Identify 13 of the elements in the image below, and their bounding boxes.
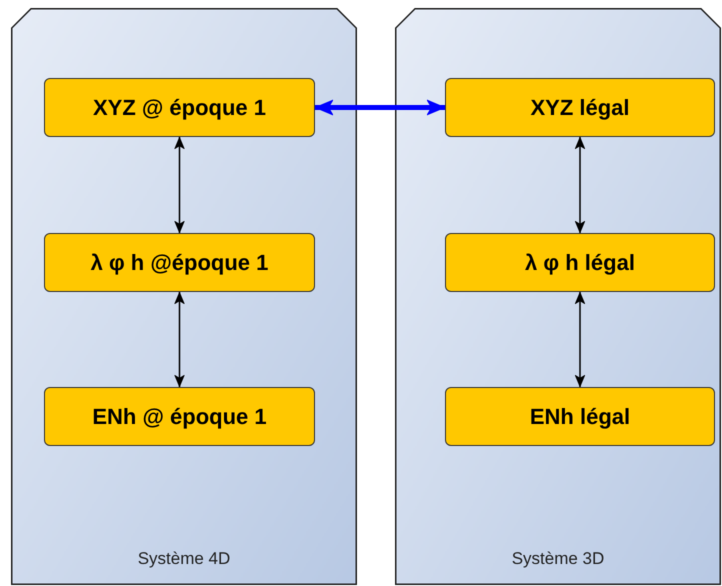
double-arrow <box>574 292 586 388</box>
process-box: XYZ légal <box>445 78 715 137</box>
process-box: XYZ @ époque 1 <box>44 78 315 137</box>
double-arrow <box>314 100 446 116</box>
process-box: ENh légal <box>445 387 715 446</box>
process-box: λ φ h légal <box>445 233 715 292</box>
panel-label: Système 4D <box>138 548 230 568</box>
double-arrow <box>574 136 586 234</box>
double-arrow <box>174 292 185 388</box>
double-arrow <box>174 136 185 234</box>
process-box: ENh @ époque 1 <box>44 387 315 446</box>
panel-label: Système 3D <box>512 548 604 568</box>
process-box: λ φ h @époque 1 <box>44 233 315 292</box>
